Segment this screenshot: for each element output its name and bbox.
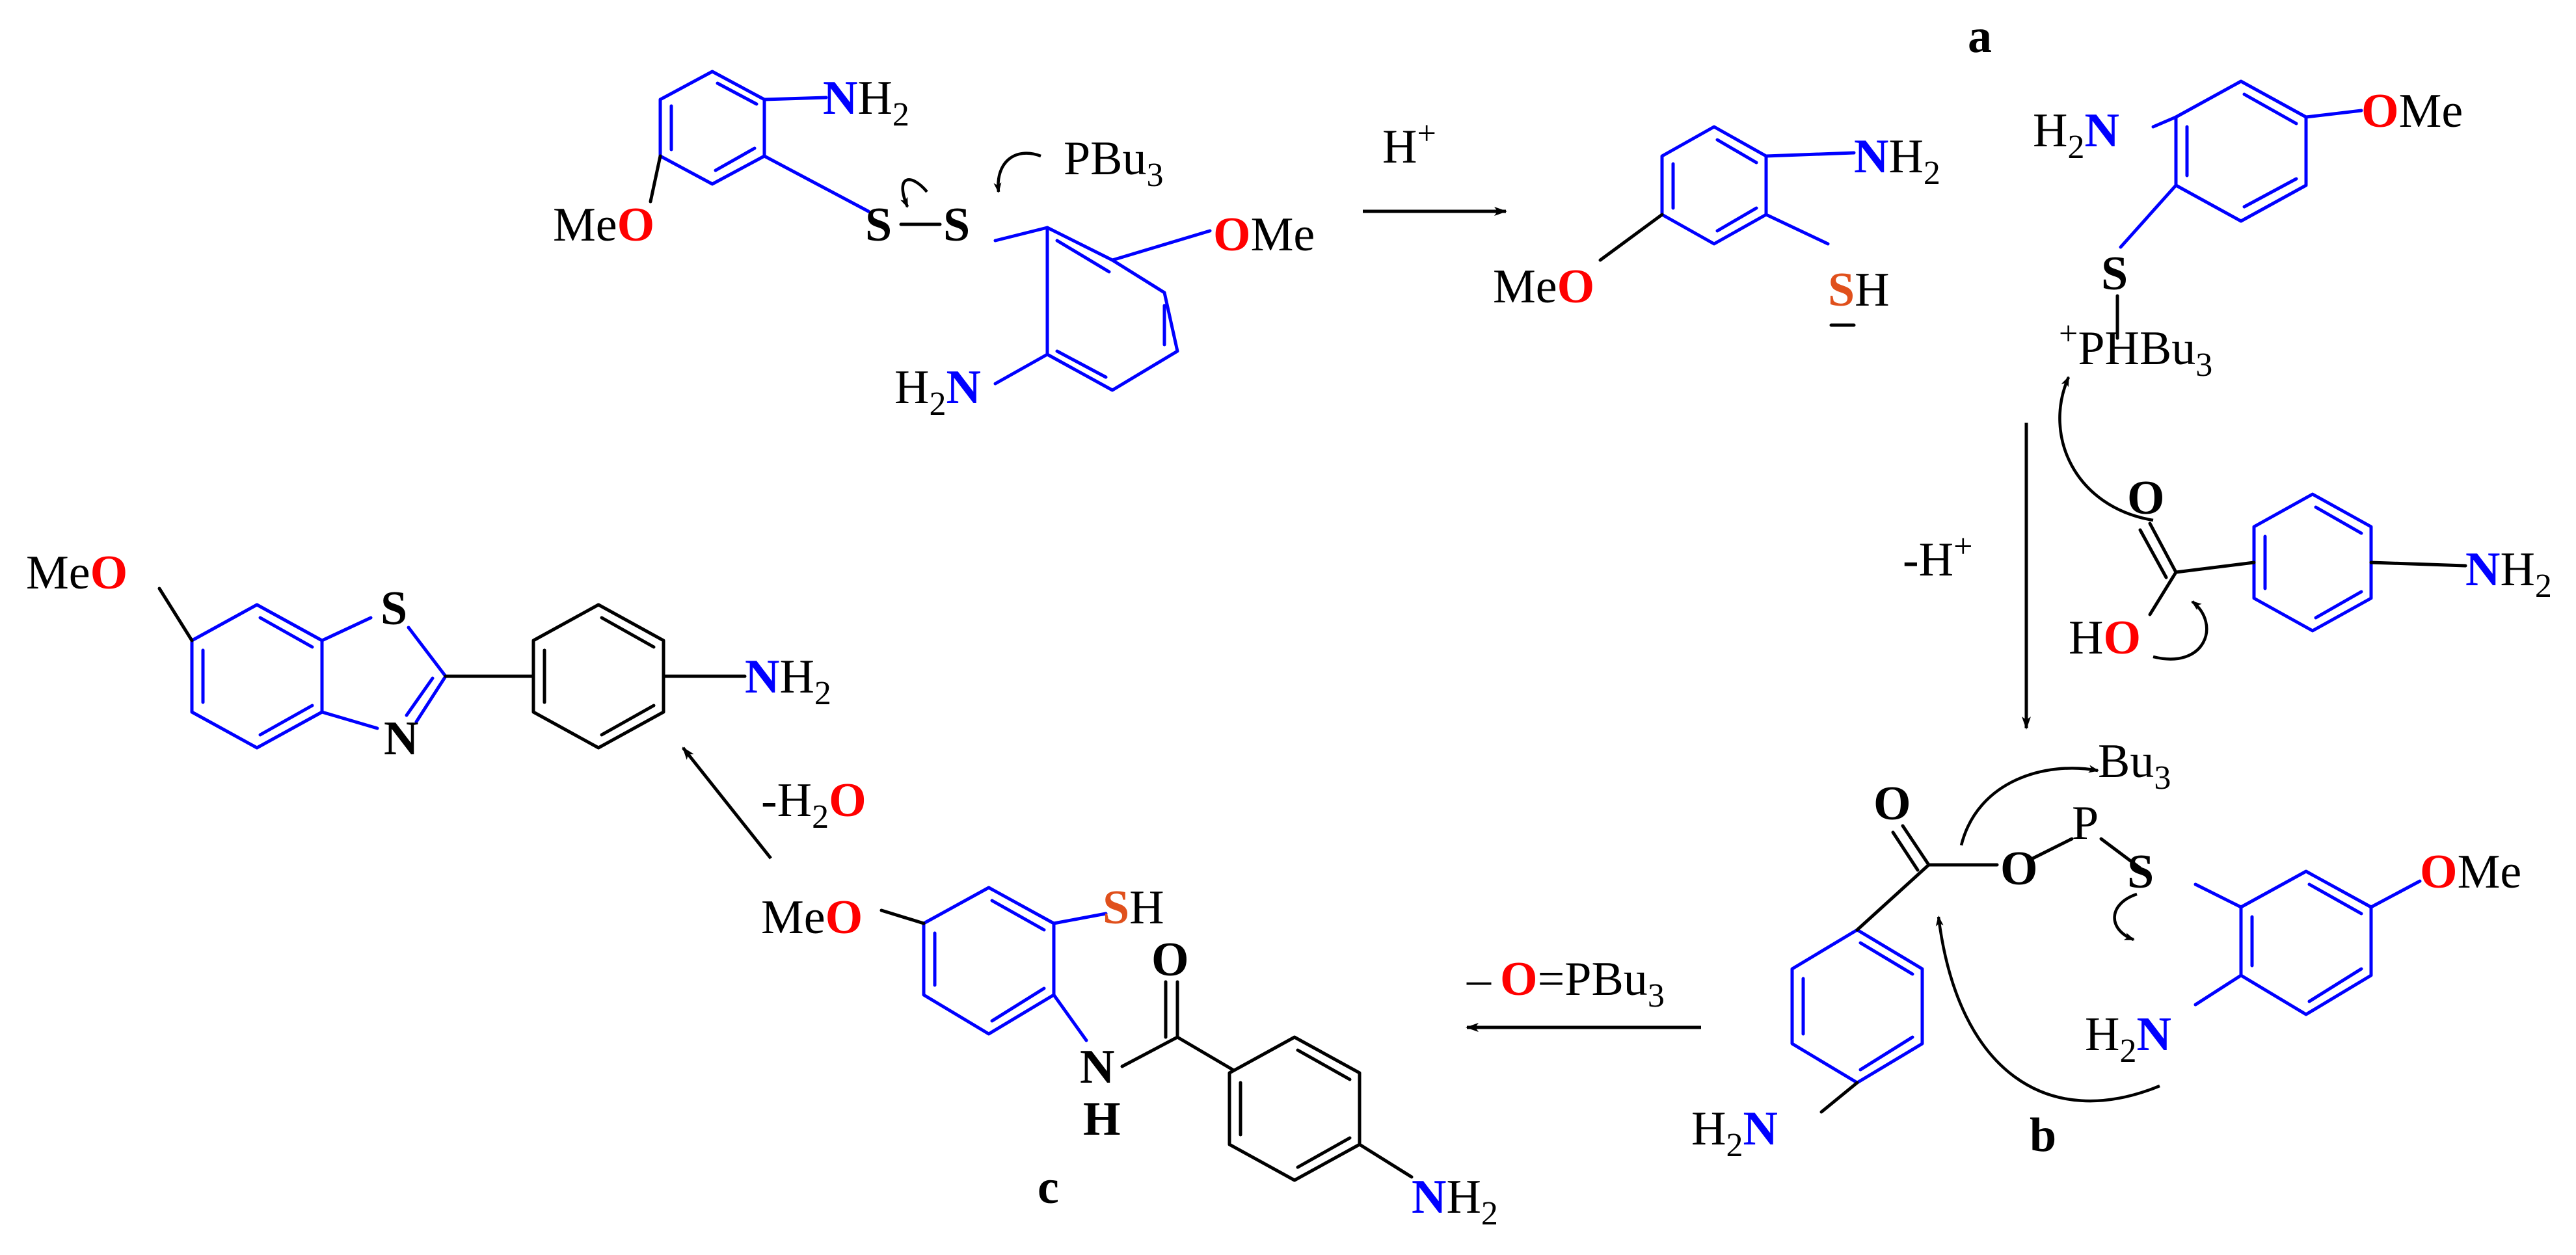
methoxy-label: MeO — [761, 891, 863, 944]
atom-n: N — [1080, 1040, 1114, 1094]
benzene-ring — [2174, 79, 2308, 223]
disulfide-molecule: NH2 MeO S S PBu3 OMe H2N — [553, 70, 1315, 423]
amine-label: H2N — [2085, 1008, 2171, 1070]
benzene-ring — [1790, 928, 1924, 1085]
atom-h: H — [1083, 1092, 1121, 1146]
electron-arrow — [2153, 600, 2208, 661]
electron-arrow — [2113, 892, 2138, 942]
phosphonium-label: +PHBu3 — [2059, 315, 2212, 384]
methoxy-label: OMe — [1213, 208, 1315, 261]
phosphonium-intermediate: H2N OMe S +PHBu3 — [2033, 79, 2463, 384]
electron-arrow — [900, 178, 928, 208]
amine-label: NH2 — [745, 650, 831, 712]
atom-p: P — [2072, 797, 2099, 850]
atom-o: O — [1151, 933, 1189, 986]
amine-label: H2N — [2033, 104, 2119, 166]
atom-o: O — [1873, 777, 1911, 830]
benzene-ring — [658, 70, 766, 186]
benzene-ring — [190, 603, 324, 750]
methoxy-label: MeO — [553, 198, 654, 252]
electron-arrow — [2058, 376, 2154, 522]
amine-label: NH2 — [1412, 1170, 1498, 1232]
methoxy-label: MeO — [1493, 260, 1594, 313]
label-a: a — [1968, 10, 1992, 63]
aminothiophenol-molecule: NH2 MeO SH — [1493, 125, 1940, 327]
label-c: c — [1038, 1161, 1059, 1214]
thiolate-label: SH — [1828, 263, 1890, 317]
atom-o: O — [2127, 471, 2165, 525]
svg-text:H+: H+ — [1382, 115, 1436, 174]
electron-arrow — [1935, 916, 2160, 1103]
benzene-ring — [2239, 869, 2373, 1016]
benzene-ring — [922, 886, 1056, 1036]
atom-s: S — [943, 198, 970, 252]
atom-s: S — [2101, 247, 2128, 300]
amine-label: NH2 — [2465, 543, 2552, 605]
atom-n: N — [384, 712, 418, 765]
electron-arrow — [993, 152, 1041, 193]
bu3-label: Bu3 — [2098, 735, 2171, 797]
acyloxyphosphonium-intermediate: O O P Bu3 S OMe H2N H2N — [1691, 735, 2521, 1164]
methoxy-label: MeO — [26, 546, 127, 600]
step-arrow-dehydration: -H2O — [682, 746, 866, 860]
electron-arrow — [1959, 765, 2099, 846]
amine-label: H2N — [894, 361, 981, 423]
benzene-ring — [1660, 125, 1768, 246]
benzene-ring — [1045, 226, 1179, 392]
svg-text:–O=PBu3: –O=PBu3 — [1466, 953, 1665, 1014]
thioamide-intermediate: MeO SH O N H NH2 — [761, 881, 1498, 1232]
atom-s: S — [381, 582, 407, 635]
label-b: b — [2030, 1109, 2056, 1162]
methoxy-label: OMe — [2361, 85, 2463, 138]
atom-n: NH2 — [823, 72, 909, 133]
amine-label: NH2 — [1854, 130, 1940, 192]
thiol-label: SH — [1103, 881, 1164, 934]
step-arrow-phosphine-oxide-loss: –O=PBu3 — [1466, 953, 1701, 1032]
atom-s: S — [2127, 845, 2154, 899]
amine-label: H2N — [1691, 1102, 1778, 1164]
svg-text:-H+: -H+ — [1903, 528, 1972, 587]
svg-text:-H2O: -H2O — [761, 774, 866, 836]
benzene-ring — [2252, 492, 2373, 633]
hydroxyl-label: HO — [2069, 611, 2141, 665]
benzothiazole-product: MeO S N NH2 — [26, 546, 831, 765]
aminobenzoic-acid-molecule: O HO NH2 — [2058, 376, 2552, 665]
pbu3-label: PBu3 — [1064, 132, 1164, 194]
step-arrow-deprotonation: -H+ — [1903, 423, 2031, 730]
methoxy-label: OMe — [2420, 845, 2521, 899]
benzene-ring — [1228, 1035, 1362, 1182]
benzene-ring — [531, 603, 665, 750]
atom-o: O — [2000, 842, 2038, 895]
atom-s: S — [865, 198, 892, 252]
step-arrow-protonation: H+ — [1363, 115, 1507, 216]
